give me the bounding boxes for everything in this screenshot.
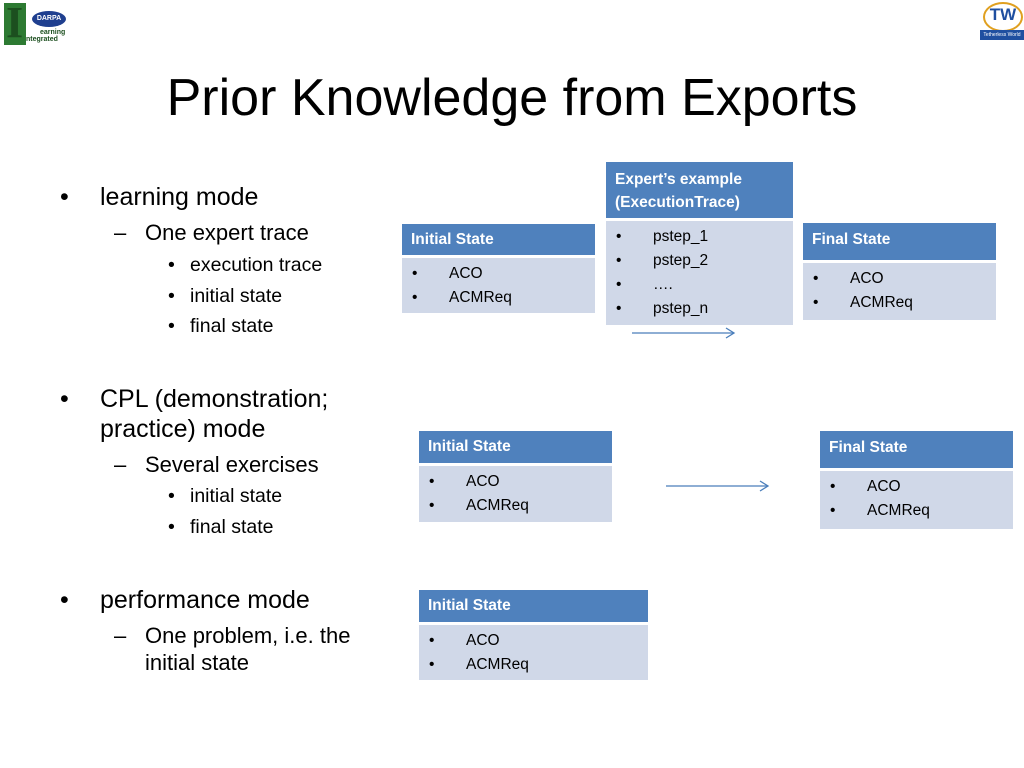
box-body: •ACO •ACMReq bbox=[419, 625, 648, 680]
dash-marker: – bbox=[114, 623, 127, 648]
slide-title: Prior Knowledge from Exports bbox=[166, 69, 858, 127]
list-item: •ACMReq bbox=[412, 289, 512, 306]
outline-one-problem: One problem, i.e. the bbox=[145, 623, 351, 648]
list-item: •ACMReq bbox=[429, 656, 529, 673]
logo-mark-tw: TW bbox=[989, 5, 1017, 24]
dash-marker: – bbox=[114, 220, 127, 245]
row1-final-state-box: Final State •ACO •ACMReq bbox=[803, 223, 996, 320]
bullet-marker: • bbox=[168, 285, 175, 307]
list-item: •pstep_2 bbox=[616, 252, 709, 269]
list-item: •…. bbox=[616, 276, 673, 293]
list-item: •ACO bbox=[429, 632, 500, 649]
box-body: •ACO •ACMReq bbox=[402, 258, 595, 313]
list-item: •ACMReq bbox=[429, 497, 529, 514]
bullet-marker: • bbox=[168, 315, 175, 337]
box-body: •ACO •ACMReq bbox=[820, 471, 1013, 529]
row1-initial-state-box: Initial State •ACO •ACMReq bbox=[402, 224, 595, 313]
expert-example-box: Expert’s example (ExecutionTrace) •pstep… bbox=[606, 162, 793, 325]
box-header-line: Expert’s example bbox=[615, 171, 742, 188]
box-header: Initial State bbox=[419, 431, 612, 466]
arrow-right-icon bbox=[666, 480, 770, 492]
darpa-badge: DARPA bbox=[32, 11, 66, 27]
list-item: •ACO bbox=[429, 473, 500, 490]
outline-initial-state: initial state bbox=[190, 485, 283, 507]
bullet-marker: • bbox=[60, 586, 69, 614]
box-header: Initial State bbox=[419, 590, 648, 625]
dash-marker: – bbox=[114, 452, 127, 477]
box-body: •pstep_1 •pstep_2 •…. •pstep_n bbox=[606, 221, 793, 325]
list-item: •ACMReq bbox=[830, 502, 930, 519]
logo-green-bar bbox=[4, 3, 26, 45]
outline-one-problem-cont: initial state bbox=[145, 650, 249, 675]
logo-caption: Tetherless World bbox=[980, 30, 1024, 40]
darpa-learning-integrated-logo: I DARPA earning ntegrated bbox=[4, 0, 68, 47]
outline-execution-trace: execution trace bbox=[190, 254, 323, 276]
list-item: •pstep_n bbox=[616, 300, 709, 317]
box-body: •ACO •ACMReq bbox=[419, 466, 612, 522]
bullet-marker: • bbox=[168, 254, 175, 276]
box-header: Final State bbox=[803, 223, 996, 263]
outline-several-exercises: Several exercises bbox=[145, 452, 319, 477]
list-item: •pstep_1 bbox=[616, 228, 709, 245]
row2-final-state-box: Final State •ACO •ACMReq bbox=[820, 431, 1013, 529]
outline-one-expert-trace: One expert trace bbox=[145, 220, 309, 245]
bullet-marker: • bbox=[168, 485, 175, 507]
logo-text-integrated: ntegrated bbox=[26, 36, 58, 43]
list-item: •ACO bbox=[412, 265, 483, 282]
bullet-marker: • bbox=[168, 516, 175, 538]
box-header-line: (ExecutionTrace) bbox=[615, 194, 740, 211]
bullet-marker: • bbox=[60, 183, 69, 211]
list-item: •ACO bbox=[813, 270, 884, 287]
logo-text-learning: earning bbox=[40, 29, 66, 36]
outline-final-state: final state bbox=[190, 315, 274, 337]
outline-initial-state: initial state bbox=[190, 285, 283, 307]
list-item: •ACMReq bbox=[813, 294, 913, 311]
box-body: •ACO •ACMReq bbox=[803, 263, 996, 320]
row3-initial-state-box: Initial State •ACO •ACMReq bbox=[419, 590, 648, 680]
outline-cpl-mode: CPL (demonstration; bbox=[100, 385, 329, 413]
box-header: Final State bbox=[820, 431, 1013, 471]
outline-learning-mode: learning mode bbox=[100, 183, 259, 211]
outline-cpl-mode-cont: practice) mode bbox=[100, 415, 266, 443]
box-header: Expert’s example (ExecutionTrace) bbox=[606, 162, 793, 221]
tetherless-world-logo: TW Tetherless World bbox=[980, 2, 1024, 40]
outline-final-state: final state bbox=[190, 516, 274, 538]
row2-initial-state-box: Initial State •ACO •ACMReq bbox=[419, 431, 612, 522]
logo-mark: I bbox=[6, 0, 24, 47]
outline-performance-mode: performance mode bbox=[100, 586, 310, 614]
bullet-marker: • bbox=[60, 385, 69, 413]
box-header: Initial State bbox=[402, 224, 595, 258]
arrow-right-icon bbox=[632, 327, 736, 339]
list-item: •ACO bbox=[830, 478, 901, 495]
